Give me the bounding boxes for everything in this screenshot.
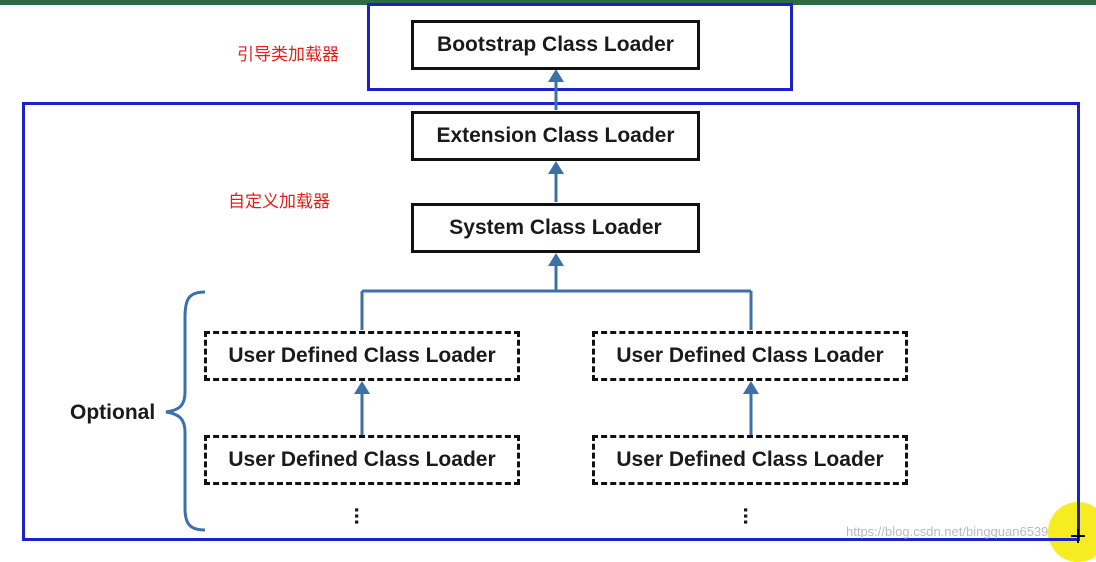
bootstrap-group-label: 引导类加载器: [237, 45, 339, 65]
arrow-to-user-left: [354, 381, 370, 394]
ellipsis-left: ...: [350, 506, 376, 526]
top-rule: [0, 0, 1096, 5]
user-defined-class-loader-left-1: User Defined Class Loader: [204, 331, 520, 381]
user-defined-class-loader-right-2: User Defined Class Loader: [592, 435, 908, 485]
bootstrap-group-frame: [367, 3, 793, 91]
cursor-icon: [1071, 529, 1085, 543]
bootstrap-class-loader: Bootstrap Class Loader: [411, 20, 700, 70]
arrow-to-extension: [548, 161, 564, 174]
optional-label: Optional: [70, 401, 156, 424]
optional-brace: [165, 290, 206, 532]
custom-group-label: 自定义加载器: [228, 192, 330, 212]
ellipsis-right: ...: [739, 506, 765, 526]
user-defined-class-loader-left-2: User Defined Class Loader: [204, 435, 520, 485]
arrow-to-user-right: [743, 381, 759, 394]
extension-class-loader: Extension Class Loader: [411, 111, 700, 161]
user-defined-class-loader-right-1: User Defined Class Loader: [592, 331, 908, 381]
watermark: https://blog.csdn.net/bingquan6539: [846, 524, 1049, 539]
system-class-loader: System Class Loader: [411, 203, 700, 253]
arrow-to-system: [548, 253, 564, 266]
custom-group-frame: [22, 102, 1080, 541]
arrow-to-bootstrap: [548, 69, 564, 82]
